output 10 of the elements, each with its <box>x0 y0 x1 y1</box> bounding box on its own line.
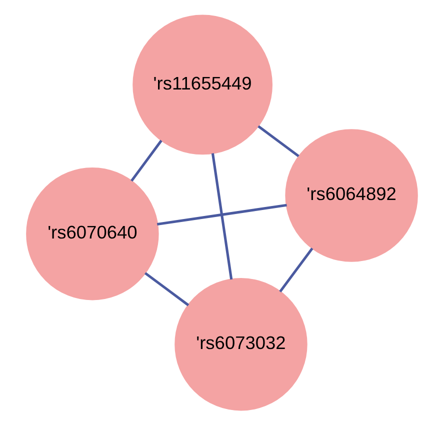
connector <box>130 140 162 182</box>
connector <box>278 248 313 292</box>
connector <box>156 204 286 226</box>
node-circle: 'rs11655449 <box>132 14 272 155</box>
node-circle: 'rs6073032 <box>174 278 307 411</box>
connector <box>144 272 189 306</box>
node-circle: 'rs6070640 <box>26 167 158 300</box>
connector <box>210 153 232 280</box>
connector <box>257 125 299 158</box>
node-circle: 'rs6064892 <box>284 129 418 262</box>
